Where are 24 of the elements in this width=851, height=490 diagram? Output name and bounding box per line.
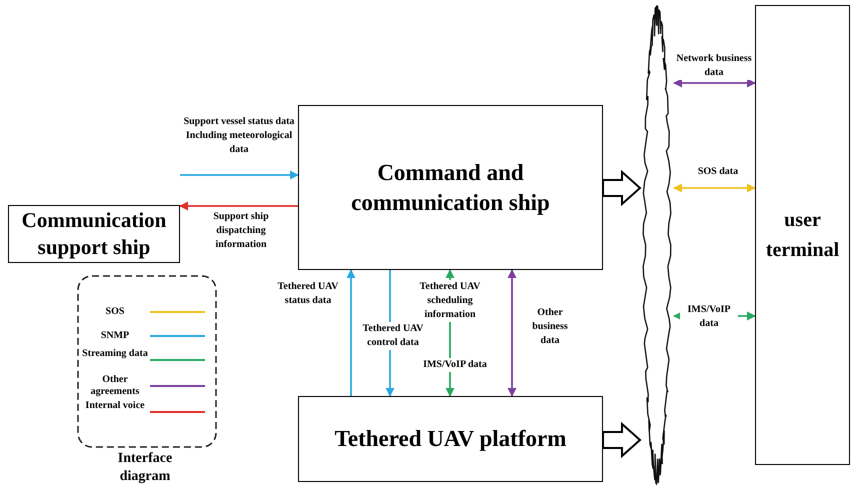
arrow — [673, 78, 756, 88]
node-label: Communication support ship — [20, 207, 168, 261]
legend-label: Streaming data — [82, 348, 148, 360]
arrow — [180, 170, 299, 180]
node-label: Tethered UAV platform — [334, 425, 566, 453]
legend-label: Other agreements — [90, 374, 140, 398]
legend-label: Internal voice — [84, 400, 146, 412]
legend-title: Interface diagram — [116, 450, 174, 486]
edge-label: Network business data — [676, 52, 752, 80]
process-box — [298, 105, 603, 270]
network-cloud — [640, 4, 674, 486]
process-box — [755, 5, 850, 465]
process-box — [8, 205, 180, 263]
arrow — [346, 269, 356, 396]
block-arrow — [602, 170, 642, 206]
node-label: Command and communication ship — [350, 158, 551, 217]
block-arrow — [602, 422, 642, 458]
legend-label: SOS — [104, 306, 126, 318]
arrow — [179, 202, 298, 210]
arrow — [673, 184, 756, 192]
node-label: user terminal — [764, 208, 840, 263]
legend-label: SNMP — [100, 330, 130, 342]
arrow — [508, 269, 516, 397]
process-box — [298, 396, 603, 482]
